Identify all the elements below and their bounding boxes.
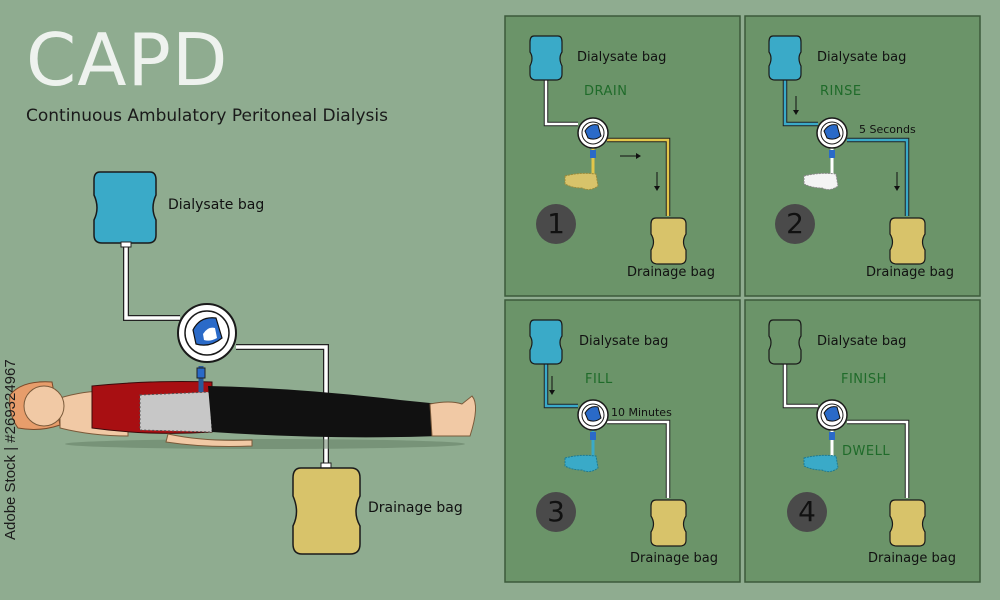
p2-drainage-label: Drainage bag [866, 265, 954, 280]
p3-dialysate-label: Dialysate bag [579, 334, 669, 349]
main-inflow-tube-outline [123, 242, 180, 321]
p3-inflow-tube [544, 364, 578, 408]
main-catheter-clamp [196, 367, 206, 379]
p1-catheter-clamp [590, 150, 596, 158]
p4-inflow-tube [783, 364, 818, 408]
p4-step-label: FINISH [841, 372, 887, 387]
p1-valve-ring [581, 121, 605, 145]
main-drainage-label: Drainage bag [368, 500, 463, 516]
p4-valve-ring [820, 403, 844, 427]
p2-drainage-bag [889, 217, 926, 265]
p2-dialysate-label: Dialysate bag [817, 50, 907, 65]
p2-timer-label: 5 Seconds [859, 123, 916, 136]
stock-credit: Adobe Stock | #269324967 [2, 359, 19, 540]
main-dialysate-bag-port [120, 241, 132, 248]
main-drainage-bag [292, 467, 361, 555]
p4-dialysate-label: Dialysate bag [817, 334, 907, 349]
p3-valve-knob [584, 406, 602, 422]
p2-dialysate-bag [768, 35, 802, 81]
p3-drainage-bag [650, 499, 687, 547]
p1-step-number: 1 [536, 204, 576, 244]
p1-inflow-tube [544, 80, 578, 126]
p3-dialysate-bag [529, 319, 563, 365]
p3-step-number: 3 [536, 492, 576, 532]
p1-dialysate-label: Dialysate bag [577, 50, 667, 65]
p4-step-number: 4 [787, 492, 827, 532]
p2-valve-knob [823, 124, 841, 140]
patient-peritoneum [139, 391, 213, 433]
p4-catheter-clamp [829, 432, 835, 440]
p4-peritoneum [803, 454, 839, 473]
p1-outflow-tube [607, 138, 670, 216]
p1-drainage-bag [650, 217, 687, 265]
p2-catheter-clamp [829, 150, 835, 158]
patient-shadow [65, 439, 465, 449]
p2-inflow-tube [783, 80, 818, 126]
p1-step-label: DRAIN [584, 84, 628, 99]
p1-drainage-label: Drainage bag [627, 265, 715, 280]
main-dialysate-label: Dialysate bag [168, 197, 265, 213]
p1-dialysate-bag [529, 35, 563, 81]
p1-arrow-down-head [654, 186, 660, 191]
p1-arrow-right-head [636, 153, 641, 159]
p1-valve-knob [584, 124, 602, 140]
p3-peritoneum [564, 454, 599, 473]
p2-arrow-down-right-head [894, 186, 900, 191]
p1-peritoneum [564, 172, 599, 191]
p4-dwell-label: DWELL [842, 444, 891, 459]
patient-arm [165, 433, 253, 447]
p2-arrow-down-left-head [793, 110, 799, 115]
patient-feet [429, 395, 476, 437]
main-dialysate-bag [93, 171, 157, 244]
p4-dialysate-bag-empty [768, 319, 802, 365]
p3-outflow-tube [607, 420, 670, 498]
patient-pants [208, 386, 440, 438]
p2-peritoneum [803, 172, 839, 191]
p2-step-label: RINSE [820, 84, 862, 99]
patient-head [23, 385, 65, 427]
page-title: CAPD [26, 18, 229, 102]
main-valve-knob-highlight [203, 327, 217, 341]
p2-step-number: 2 [775, 204, 815, 244]
p4-valve-knob [823, 406, 841, 422]
p4-drainage-label: Drainage bag [868, 551, 956, 566]
p3-drainage-label: Drainage bag [630, 551, 718, 566]
p2-outflow-tube [847, 138, 909, 216]
p3-timer-label: 10 Minutes [611, 406, 672, 419]
main-valve-ring [184, 310, 230, 356]
page-subtitle: Continuous Ambulatory Peritoneal Dialysi… [26, 106, 388, 126]
p3-valve-ring [581, 403, 605, 427]
p4-drainage-bag [889, 499, 926, 547]
main-inflow-tube [124, 242, 180, 320]
p2-valve-ring [820, 121, 844, 145]
p3-arrow-down-head [549, 390, 555, 395]
p3-step-label: FILL [585, 372, 613, 387]
p4-outflow-tube [847, 420, 909, 498]
p3-catheter-clamp [590, 432, 596, 440]
